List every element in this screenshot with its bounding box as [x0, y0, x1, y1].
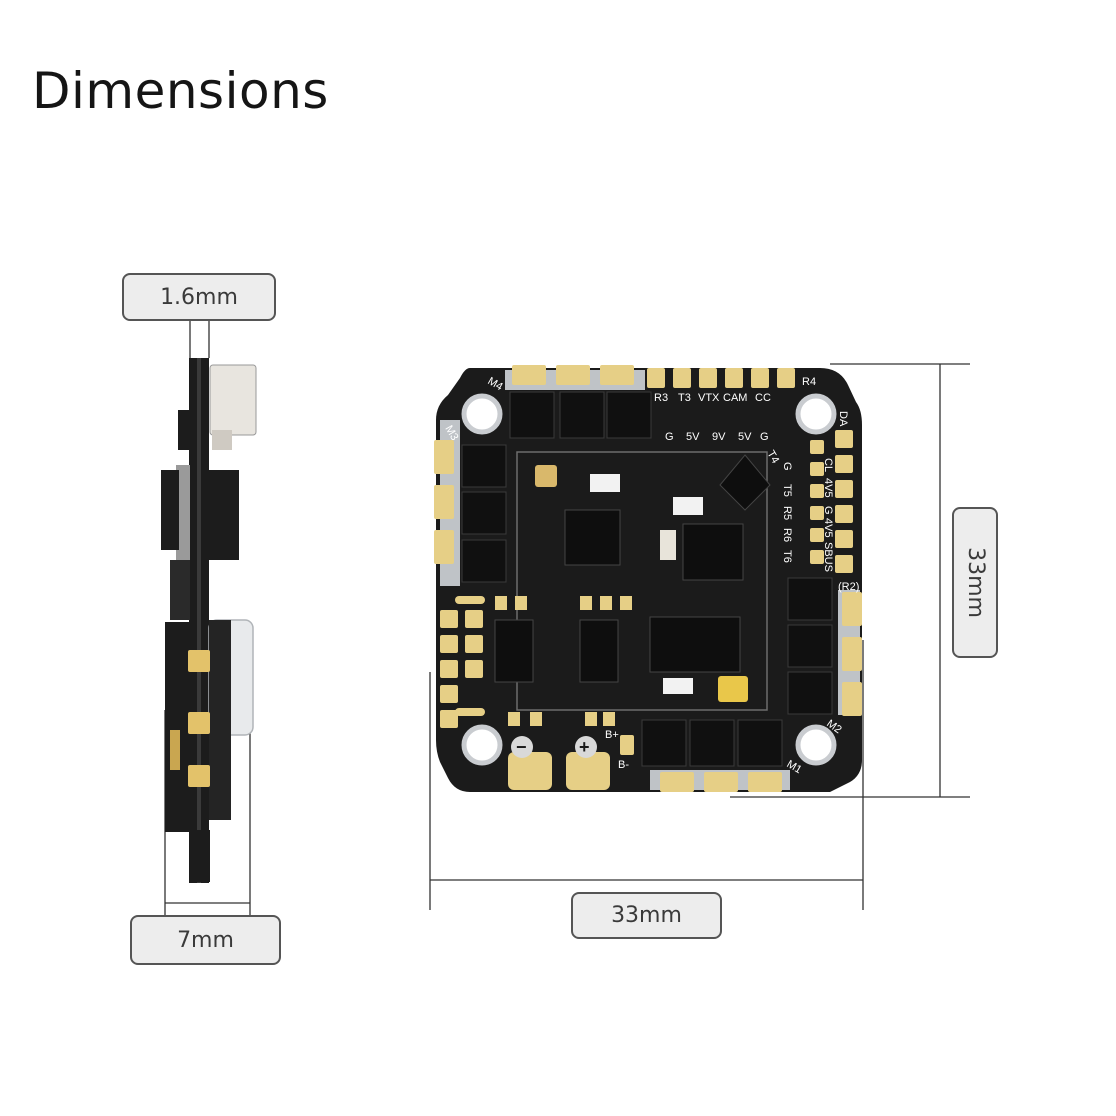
silk-4v5b: 4V5 — [822, 518, 834, 538]
silk-5v1: 5V — [686, 431, 700, 443]
silkscreen-labels: M4 M3 M2 M1 R3 T3 VTX CAM CC G 5V 9V 5V … — [442, 375, 859, 776]
silk-plus-symbol: + — [579, 737, 590, 757]
dimension-label-thickness: 1.6mm — [122, 273, 276, 321]
silk-r4: R4 — [802, 376, 816, 388]
silk-t4: T4 — [764, 449, 781, 466]
silk-g1: G — [665, 431, 674, 443]
side-view-board — [161, 358, 257, 883]
silk-b-minus: B- — [618, 759, 629, 771]
silk-minus-symbol: − — [516, 737, 527, 757]
silk-vtx: VTX — [698, 392, 720, 404]
dimension-label-width: 33mm — [571, 892, 722, 939]
pcb-top-view — [434, 365, 862, 792]
silk-t5: T5 — [781, 484, 793, 497]
silk-4v5a: 4V5 — [822, 478, 834, 498]
silk-g2: G — [760, 431, 769, 443]
silk-g4: G — [822, 506, 834, 515]
silk-r2: (R2) — [838, 581, 859, 593]
silk-b-plus: B+ — [605, 729, 619, 741]
silk-9v: 9V — [712, 431, 726, 443]
silk-r3: R3 — [654, 392, 668, 404]
silk-cc: CC — [755, 392, 771, 404]
silk-cl: CL — [822, 458, 834, 472]
silk-g3: G — [781, 462, 793, 471]
dimension-label-length: 33mm — [952, 507, 998, 658]
silk-t3: T3 — [678, 392, 691, 404]
silk-sbus: SBUS — [822, 542, 834, 572]
silk-cam: CAM — [723, 392, 747, 404]
silk-r5: R5 — [781, 506, 793, 520]
silk-r6: R6 — [781, 528, 793, 542]
dimension-label-length-text: 33mm — [962, 547, 988, 618]
silk-t6: T6 — [781, 550, 793, 563]
page-title: Dimensions — [32, 62, 329, 120]
top-dimension-lines — [429, 363, 970, 910]
silk-da: DA — [837, 411, 849, 427]
dimension-label-height: 7mm — [130, 915, 281, 965]
silk-5v2: 5V — [738, 431, 752, 443]
